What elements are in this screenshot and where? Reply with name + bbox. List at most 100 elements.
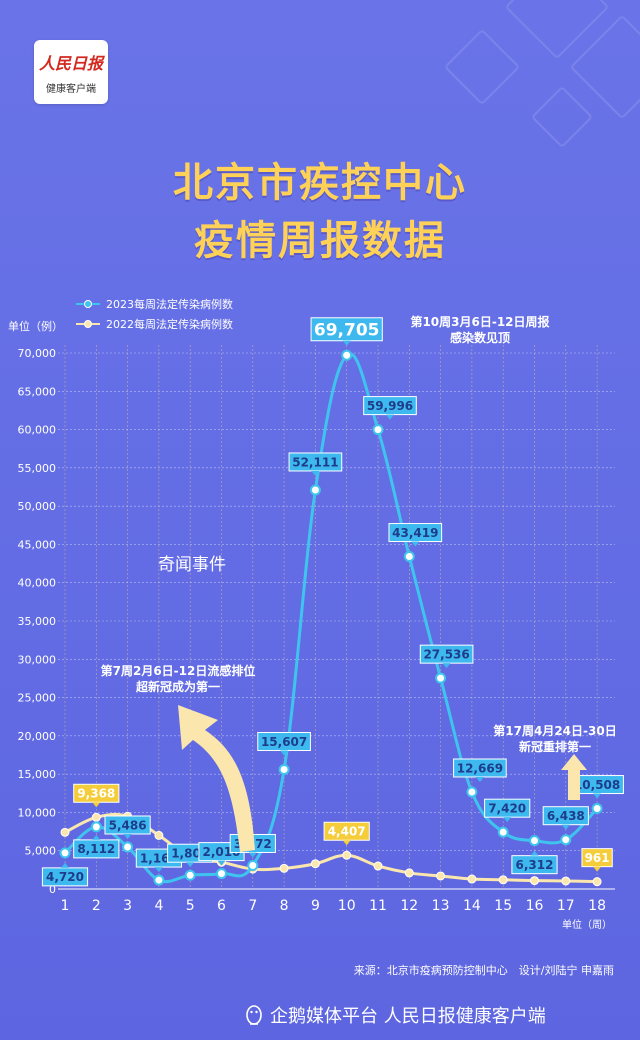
annotation-text: 感染数见顶 xyxy=(450,330,510,345)
series-2023-data-label: 12,669 xyxy=(457,761,503,775)
x-unit-label: 单位（周） xyxy=(562,918,612,931)
series-2023-data-label-pointer xyxy=(186,862,195,868)
x-tick-label: 18 xyxy=(588,898,606,914)
annotation-text: 超新冠成为第一 xyxy=(135,679,220,694)
series-2023-data-label-pointer xyxy=(503,817,512,823)
series-2022-data-label: 4,407 xyxy=(328,825,366,839)
series-2023-data-label-pointer xyxy=(342,340,351,346)
series-2022-data-label-pointer xyxy=(342,840,351,846)
series-2022-point xyxy=(373,861,383,871)
series-2023-data-label: 4,720 xyxy=(46,870,84,884)
series-2023-data-label-pointer xyxy=(561,824,570,830)
series-2023-point xyxy=(122,841,134,853)
series-2023-point xyxy=(184,869,196,881)
x-tick-label: 1 xyxy=(61,898,70,914)
y-unit-label: 单位（例） xyxy=(8,319,63,333)
series-2023-point xyxy=(247,859,259,871)
page-title-line2: 疫情周报数据 xyxy=(194,218,446,264)
series-2023-point xyxy=(90,821,102,833)
series-2023-data-label-pointer xyxy=(530,850,539,856)
y-tick-label: 35,000 xyxy=(18,615,57,628)
series-2023-point xyxy=(59,847,71,859)
series-2023-data-label: 59,996 xyxy=(367,399,413,413)
page-title-line1: 北京市疾控中心 xyxy=(173,160,467,206)
legend-label-2022: 2022每周法定传染病例数 xyxy=(106,317,233,331)
x-tick-label: 14 xyxy=(463,898,481,914)
y-tick-label: 70,000 xyxy=(18,347,57,360)
series-2023-point xyxy=(466,786,478,798)
arrow-icon xyxy=(561,754,587,800)
series-2023-data-label-pointer xyxy=(311,470,320,476)
series-2022-point xyxy=(279,863,289,873)
series-2023-data-label: 6,438 xyxy=(547,809,585,823)
x-tick-label: 10 xyxy=(338,898,356,914)
series-2022-data-label-pointer xyxy=(92,802,101,808)
y-tick-label: 15,000 xyxy=(18,768,57,781)
series-2023-data-label: 6,312 xyxy=(516,858,554,872)
series-2023-data-label-pointer xyxy=(386,414,394,420)
y-tick-label: 65,000 xyxy=(18,385,57,398)
x-tick-label: 2 xyxy=(92,898,101,914)
series-2023-data-label-pointer xyxy=(61,862,69,868)
y-tick-label: 0 xyxy=(49,883,56,896)
series-2022-point xyxy=(592,877,602,887)
penguin-icon xyxy=(246,1005,262,1025)
series-2023-data-label-pointer xyxy=(92,834,101,840)
y-tick-label: 30,000 xyxy=(18,653,57,666)
x-tick-label: 7 xyxy=(248,898,257,914)
x-tick-label: 4 xyxy=(154,898,163,914)
series-2023-data-label-pointer xyxy=(217,860,226,866)
x-tick-label: 3 xyxy=(123,898,132,914)
series-2023-data-label-pointer xyxy=(593,793,602,799)
series-2023-point xyxy=(435,672,447,684)
series-2023-point xyxy=(278,763,290,775)
series-2023-point xyxy=(403,551,415,563)
y-tick-label: 20,000 xyxy=(18,730,57,743)
series-2023-point xyxy=(497,826,509,838)
legend-label-2023: 2023每周法定传染病例数 xyxy=(106,297,233,311)
series-2023-data-label: 10,508 xyxy=(574,778,620,792)
series-2023-point xyxy=(153,874,165,886)
series-2023-point xyxy=(560,834,572,846)
series-2023-point xyxy=(309,484,321,496)
series-2023-point xyxy=(529,835,540,847)
x-tick-label: 15 xyxy=(494,898,512,914)
y-tick-label: 40,000 xyxy=(18,577,57,590)
annotation-text: 第10周3月6日-12日周报 xyxy=(410,314,549,329)
series-2022-point xyxy=(154,830,164,840)
series-2023-data-label-pointer xyxy=(475,776,484,782)
series-2023-data-label-box xyxy=(310,317,383,342)
series-2023-data-label: 8,112 xyxy=(77,842,115,856)
x-tick-label: 12 xyxy=(400,898,418,914)
series-2022-data-label-pointer xyxy=(593,866,602,872)
y-tick-label: 10,000 xyxy=(18,806,57,819)
logo: 人民日报 健康客户端 xyxy=(34,40,108,104)
series-2023-data-label: 7,420 xyxy=(488,802,526,816)
annotation-text: 新冠重排第一 xyxy=(519,739,591,754)
x-tick-label: 6 xyxy=(217,898,226,914)
source-credit: 来源：北京市疫病预防控制中心 设计/刘陆宁 申嘉雨 xyxy=(353,964,614,977)
series-2023-data-label-pointer xyxy=(411,541,420,547)
series-2023-point xyxy=(591,803,603,815)
series-2022-point xyxy=(530,876,539,886)
footer-platform: 企鹅媒体平台 人民日报健康客户端 xyxy=(270,1006,546,1027)
series-2022-point xyxy=(467,874,477,884)
series-2023-data-label-pointer xyxy=(123,833,132,839)
legend-marker-2022 xyxy=(84,320,92,328)
series-2022-point xyxy=(91,812,101,822)
series-2022-point xyxy=(310,859,320,869)
y-tick-label: 45,000 xyxy=(18,538,57,551)
x-tick-label: 13 xyxy=(432,898,450,914)
series-2023-point xyxy=(216,868,227,880)
x-tick-label: 5 xyxy=(186,898,195,914)
y-tick-label: 55,000 xyxy=(18,462,57,475)
annotation-text: 第17周4月24日-30日 xyxy=(493,723,616,738)
series-2023-data-label-pointer xyxy=(154,867,163,873)
series-2022-data-label: 9,368 xyxy=(77,787,115,801)
series-2022-point xyxy=(436,871,446,881)
annotation-text: 第7周2月6日-12日流感排位 xyxy=(101,663,256,678)
series-2022-point xyxy=(561,876,571,886)
series-2023-data-label: 43,419 xyxy=(392,526,438,540)
decor-diamond xyxy=(530,85,594,149)
series-2022-data-label: 961 xyxy=(585,851,610,865)
